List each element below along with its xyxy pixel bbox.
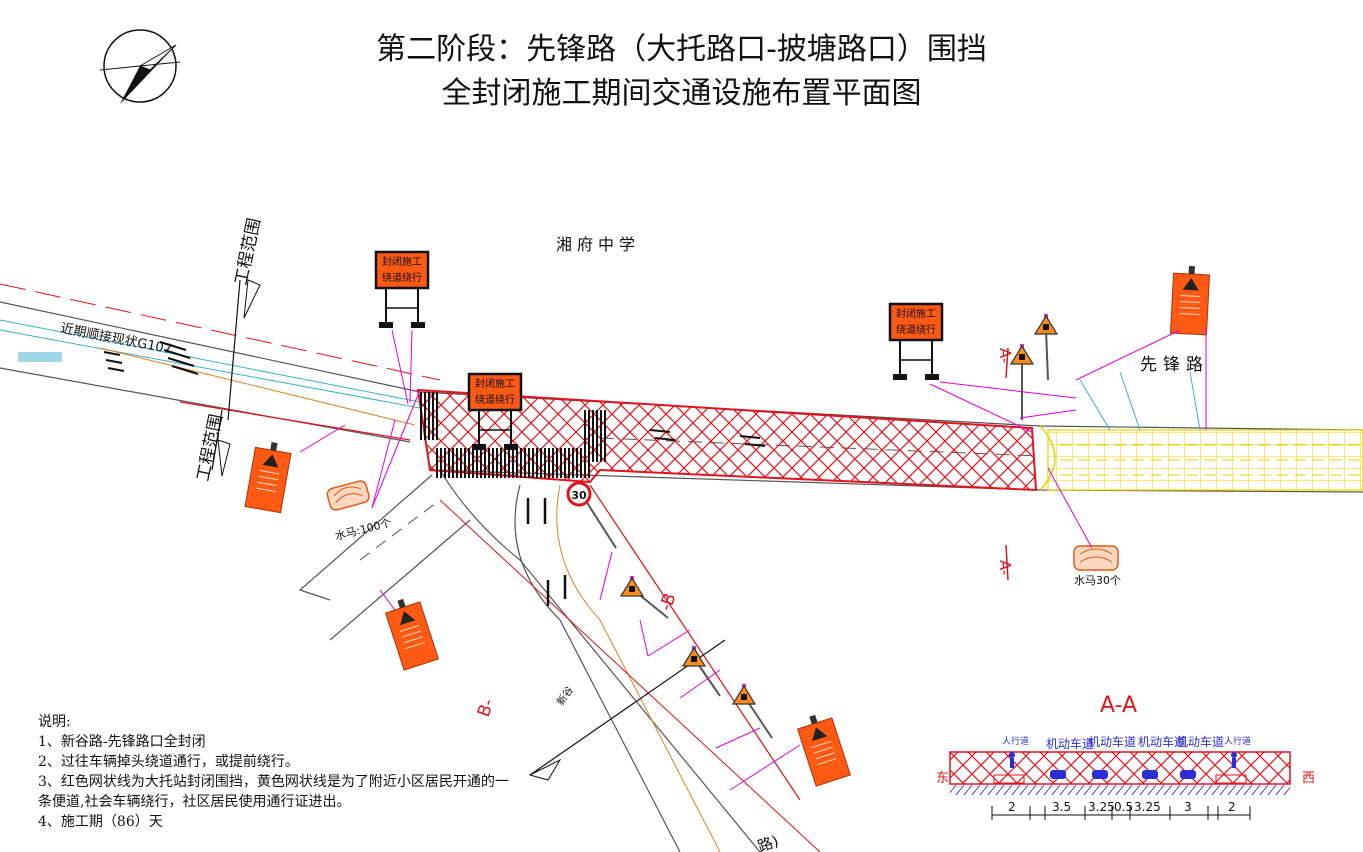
- lane-label-vehicle-1: 机动车道: [1046, 736, 1094, 751]
- lane-label-vehicle-3: 机动车道: [1138, 734, 1186, 749]
- crosswalk-middle: [584, 410, 608, 462]
- car-icon: [1050, 770, 1196, 779]
- dim-lane-3: 3.25: [1134, 800, 1161, 814]
- dim-median: 0.5: [1114, 800, 1133, 814]
- new-road-label: 新谷: [554, 684, 576, 708]
- cross-section-title: A-A: [1100, 693, 1137, 718]
- dim-lane-4: 3: [1184, 800, 1192, 814]
- lane-label-sidewalk-west: 人行道: [1224, 735, 1251, 747]
- lane-label-sidewalk-east: 人行道: [1002, 735, 1029, 747]
- section-mark-a: [1005, 347, 1009, 581]
- section-label-b-left: B-: [474, 696, 499, 720]
- west-label: 西: [1302, 771, 1315, 786]
- road-g107-west: [0, 283, 441, 443]
- traffic-sign-icon: [620, 313, 1058, 739]
- closure-sign-center: 封闭施工 绕道绕行: [467, 372, 523, 452]
- crosswalk-south: [436, 448, 592, 478]
- dim-lane-1: 3.5: [1052, 800, 1071, 814]
- east-label: 东: [936, 771, 949, 786]
- title-line-1: 第二阶段：先锋路（大托路口-披塘路口）围挡: [376, 32, 987, 67]
- dim-lane-2: 3.25: [1088, 800, 1115, 814]
- warning-board-icon: [794, 709, 851, 787]
- project-scope-arrow-north: [227, 279, 261, 421]
- note-item: 2、过往车辆掉头绕道通行，或提前绕行。: [38, 754, 299, 770]
- project-scope-label-north: 工程范围: [231, 216, 265, 287]
- crosswalk-west: [418, 392, 440, 440]
- xianfeng-road-label: 先锋路: [1140, 355, 1209, 375]
- leader-lines: [299, 328, 1207, 791]
- svg-text:封闭施工: 封闭施工: [475, 377, 515, 390]
- water-barrier-icon: [1073, 545, 1119, 571]
- road-name-tail-label: 路): [755, 832, 781, 852]
- svg-text:绕道绕行: 绕道绕行: [382, 271, 422, 284]
- water-barrier-100-label: 水马:100个: [334, 516, 393, 543]
- water-barrier-30-label: 水马30个: [1074, 574, 1121, 587]
- closure-sign-east: 封闭施工 绕道绕行: [888, 302, 944, 382]
- lane-label-vehicle-4: 机动车道: [1176, 734, 1224, 749]
- dim-sidewalk-east: 2: [1008, 800, 1016, 814]
- road-xingu-south: [298, 469, 821, 852]
- dimension-line: [991, 806, 1251, 820]
- school-label: 湘府中学: [556, 235, 640, 254]
- note-item: 3、红色网状线为大托站封闭围挡，黄色网状线是为了附近小区居民开通的一: [38, 774, 509, 790]
- road-xianfeng-main: [419, 371, 1363, 493]
- north-arrow-icon: [99, 29, 181, 104]
- cross-section-a-a: A-A 东 西 人行道 机动车道 机动车道 机动车道 机动车道 人行道: [936, 693, 1315, 820]
- closure-sign-north: 封闭施工 绕道绕行: [374, 250, 430, 330]
- svg-text:封闭施工: 封闭施工: [382, 255, 422, 268]
- water-barrier-icon: [326, 480, 370, 511]
- note-item: 条便道,社会车辆绕行，社区居民使用通行证进出。: [38, 794, 351, 810]
- note-item: 4、施工期（86）天: [38, 814, 163, 830]
- dim-sidewalk-west: 2: [1228, 800, 1236, 814]
- svg-text:绕道绕行: 绕道绕行: [475, 393, 515, 406]
- section-label-b-right: -B: [656, 591, 681, 614]
- note-item: 1、新谷路-先锋路口全封闭: [38, 734, 206, 750]
- section-label-a-bottom: A-: [996, 560, 1014, 575]
- pedestrian-icon: [1009, 752, 1237, 768]
- svg-text:30: 30: [571, 489, 587, 502]
- notes-heading: 说明:: [38, 714, 71, 730]
- section-label-a-top: A-: [996, 348, 1014, 363]
- speed-limit-sign-icon: 30: [566, 481, 617, 549]
- notes-panel: 说明: 1、新谷路-先锋路口全封闭 2、过往车辆掉头绕道通行，或提前绕行。 3、…: [38, 712, 528, 832]
- warning-board-icon: [1169, 264, 1211, 336]
- svg-text:绕道绕行: 绕道绕行: [896, 323, 936, 336]
- warning-board-icon: [244, 438, 293, 514]
- lane-label-vehicle-2: 机动车道: [1088, 734, 1136, 749]
- title-line-2: 全封闭施工期间交通设施布置平面图: [441, 76, 922, 111]
- project-scope-arrow-south: [211, 409, 231, 477]
- svg-text:封闭施工: 封闭施工: [896, 307, 936, 320]
